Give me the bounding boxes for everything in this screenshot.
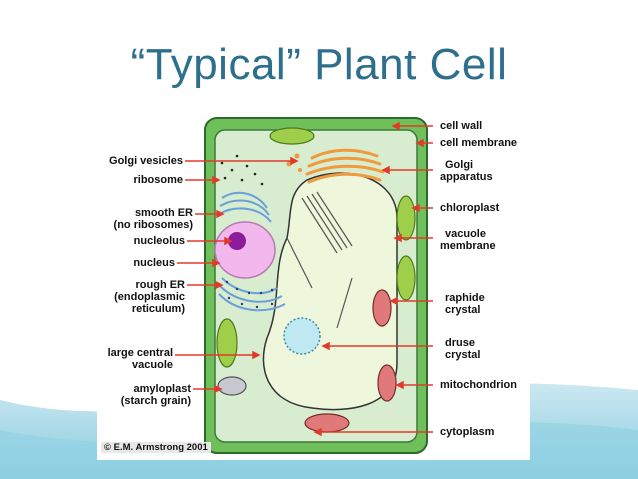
label-ribosome: ribosome	[133, 174, 183, 186]
amyloplast-shape	[217, 376, 247, 396]
label-golgi-apparatus-line1: Golgi	[445, 159, 474, 171]
plant-cell-svg	[97, 108, 530, 460]
label-cell-membrane: cell membrane	[440, 137, 518, 149]
nucleus-shape	[214, 221, 276, 279]
label-vacuole-membrane-line1: vacuole	[445, 228, 486, 240]
label-raphide-crystal-line2: crystal	[445, 304, 481, 316]
label-druse-crystal-line2: crystal	[445, 349, 481, 361]
label-smooth-er-line2: (no ribosomes)	[113, 219, 193, 231]
label-rough-er-line3: reticulum)	[131, 303, 185, 315]
slide-title: “Typical” Plant Cell	[130, 40, 508, 89]
mitochondrion-shapes	[304, 289, 397, 433]
raphide-crystal-shape	[286, 191, 353, 329]
label-druse-crystal-line1: druse	[445, 337, 475, 349]
label-cell-wall: cell wall	[440, 120, 483, 132]
label-rough-er-line2: (endoplasmic	[114, 291, 185, 303]
label-raphide-crystal-line1: raphide	[445, 292, 485, 304]
label-rough-er-line1: rough ER	[135, 279, 186, 291]
druse-crystal-shape	[283, 317, 321, 355]
ribosome-shapes	[220, 154, 264, 186]
label-golgi-vesicles: Golgi vesicles	[109, 155, 183, 167]
label-smooth-er-line1: smooth ER	[134, 207, 193, 219]
label-arrows	[175, 121, 433, 437]
plant-cell-diagram: cell wall cell membrane Golgi apparatus …	[97, 108, 530, 460]
label-nucleolus: nucleolus	[133, 235, 185, 247]
label-chloroplast: chloroplast	[440, 202, 500, 214]
label-large-central-vacuole-line1: large central	[107, 347, 173, 359]
copyright-credit: © E.M. Armstrong 2001	[101, 442, 211, 453]
label-vacuole-membrane-line2: membrane	[440, 240, 496, 252]
label-golgi-apparatus-line2: apparatus	[440, 171, 493, 183]
label-large-central-vacuole-line2: vacuole	[132, 359, 173, 371]
nucleolus-shape	[228, 232, 246, 250]
label-mitochondrion: mitochondrion	[440, 379, 517, 391]
label-nucleus: nucleus	[133, 257, 175, 269]
label-amyloplast-line2: (starch grain)	[120, 395, 191, 407]
smooth-er-shape	[218, 191, 272, 223]
label-cytoplasm: cytoplasm	[440, 426, 495, 438]
golgi-apparatus-shape	[305, 148, 385, 184]
label-amyloplast-line1: amyloplast	[133, 383, 191, 395]
